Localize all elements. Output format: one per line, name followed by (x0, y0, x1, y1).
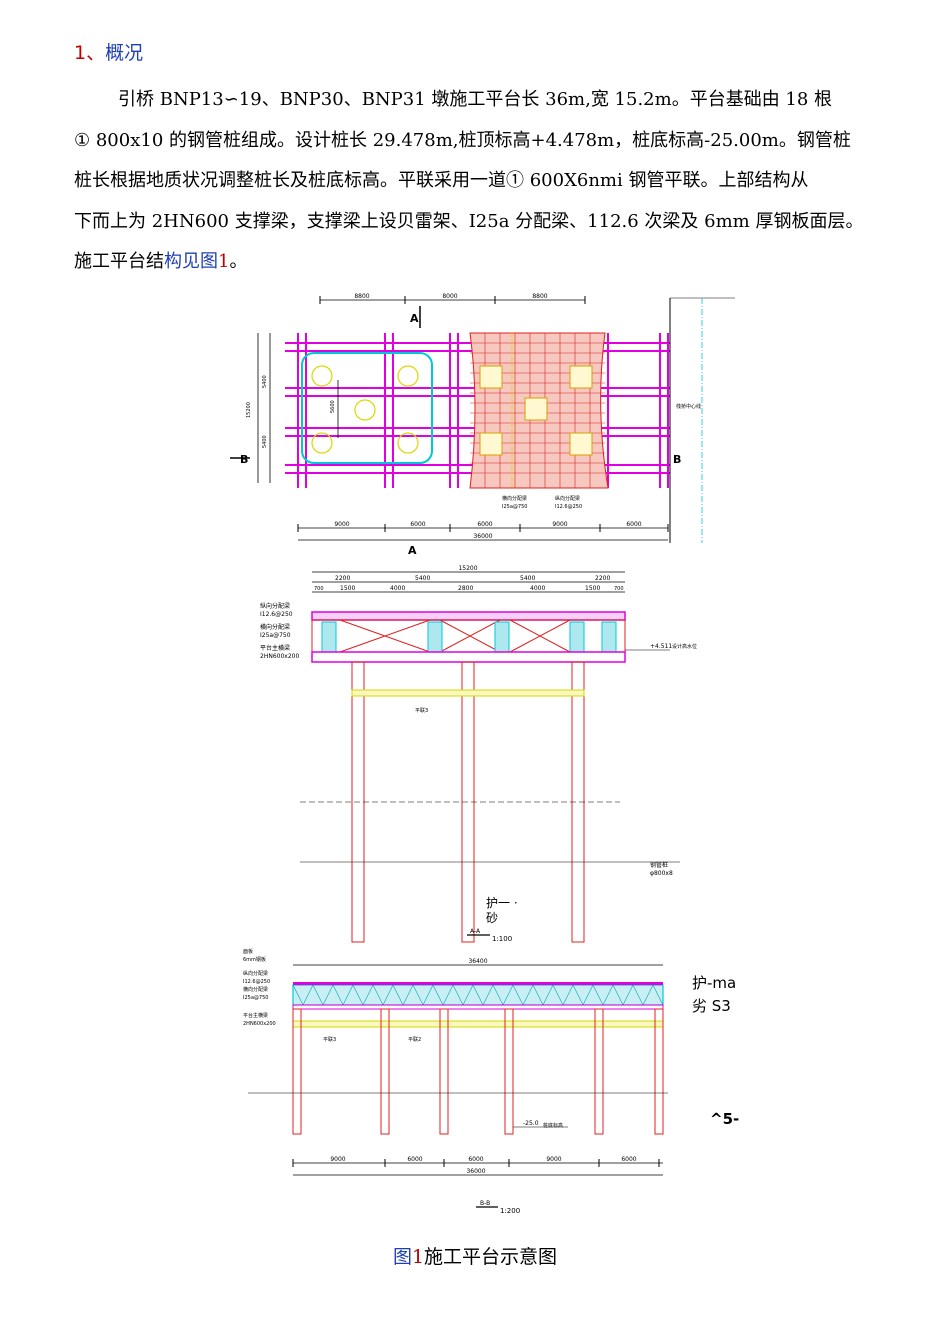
paragraph-line: ① 800x10 的钢管桩组成。设计桩长 29.478m,桩顶标高+4.478m… (74, 129, 851, 151)
aa-dim: 5400 (415, 575, 430, 582)
bb-brace2: 平联2 (408, 1036, 421, 1043)
section-number: 1、 (74, 42, 106, 64)
paragraph-line: 引桥 BNP13∽19、BNP30、BNP31 墩施工平台长 36m,宽 15.… (118, 89, 833, 110)
plan-left-dim-total: 15200 (246, 402, 252, 418)
plan-left-dim: 5400 (262, 435, 268, 448)
side-note-text: ^5- (710, 1110, 740, 1128)
plan-total-dim: 36000 (473, 533, 492, 540)
side-note-3: ^5- (710, 1110, 739, 1128)
plan-inner-dim: 5600 (330, 400, 336, 413)
bb-dim: 6000 (621, 1156, 636, 1163)
bb-label: I12.6@250 (243, 979, 270, 985)
plan-bottom-dim: 9000 (552, 521, 567, 528)
bb-label: 面板 (243, 948, 253, 955)
aa-dim2: 1500 (585, 585, 600, 592)
garbled-note-aa: 护一 · 砂 (486, 896, 518, 926)
bb-total-dim: 36400 (468, 958, 487, 965)
aa-dim2: 4000 (530, 585, 545, 592)
paragraph-line: 下而上为 2HN600 支撑梁，支撑梁上设贝雷架、I25a 分配梁、112.6 … (74, 210, 864, 232)
garbled-text: 护一 · 砂 (486, 896, 518, 925)
section-aa-drawing: 15200 2200 5400 5400 2200 700 1500 4000 … (260, 565, 697, 943)
aa-dim: 2200 (335, 575, 350, 582)
caption-fig: 图 (392, 1246, 412, 1268)
aa-label: I25a@750 (260, 632, 291, 639)
bb-label: 2HN600x200 (243, 1021, 276, 1027)
section-mark-b-left: B (240, 453, 248, 466)
aa-dim2: 1500 (340, 585, 355, 592)
section-bb-drawing: 36400 面板 6mm钢板 纵向分配梁 I12.6@250 横向分配梁 I25… (243, 948, 668, 1215)
aa-dim2: 700 (614, 586, 624, 592)
plan-bottom-dim: 6000 (626, 521, 641, 528)
aa-label: 平台主横梁 (260, 644, 290, 652)
plan-top-dim: 8800 (532, 293, 547, 300)
aa-pile-spec: φ800x8 (650, 870, 673, 877)
figure-ref-number: 1 (218, 251, 230, 272)
plan-label-2: 纵向分配梁 (555, 495, 580, 502)
side-note-text: 劣 S3 (692, 997, 731, 1015)
aa-dim: 2200 (595, 575, 610, 582)
paragraph-line: 桩长根据地质状况调整桩长及桩底标高。平联采用一道① 600X6nmi 钢管平联。… (74, 170, 809, 191)
aa-dim2: 700 (314, 586, 324, 592)
aa-total-dim: 15200 (458, 565, 477, 572)
bb-label: 平台主横梁 (243, 1012, 268, 1019)
aa-pile-label: 钢管桩 (650, 861, 668, 869)
section-heading: 1、概况 (74, 38, 143, 65)
bb-dim: 6000 (407, 1156, 422, 1163)
aa-dim2: 4000 (390, 585, 405, 592)
paragraph-text: 。 (229, 251, 248, 272)
aa-brace: 平联3 (415, 707, 428, 714)
bb-elev: -25.0 (523, 1120, 539, 1127)
plan-side-label: 栈桥中心线 (676, 403, 701, 410)
paragraph-line: 施工平台结构见图1。 (74, 242, 914, 283)
plan-label-1b: I25a@750 (502, 504, 527, 510)
side-note-1: 护-ma (692, 972, 736, 995)
bb-title: B-B (480, 1200, 490, 1207)
paragraph-text: 施工平台结 (74, 251, 164, 272)
plan-bottom-dim: 6000 (410, 521, 425, 528)
caption-num: 1 (411, 1246, 425, 1268)
aa-title-text: A-A (470, 928, 481, 935)
overview-paragraph: 引桥 BNP13∽19、BNP30、BNP31 墩施工平台长 36m,宽 15.… (74, 80, 914, 283)
bb-dim: 6000 (468, 1156, 483, 1163)
aa-label: 横向分配梁 (260, 623, 290, 631)
bb-dim: 9000 (546, 1156, 561, 1163)
bb-label: 横向分配梁 (243, 986, 268, 993)
bb-scale: 1:200 (500, 1207, 520, 1215)
bb-label: 6mm钢板 (243, 956, 266, 963)
bb-label: 纵向分配梁 (243, 970, 268, 977)
aa-elev: +4.511 (650, 643, 672, 650)
aa-label: I12.6@250 (260, 611, 293, 618)
plan-view-drawing: 8800 8000 8800 A 15200 5400 5400 B 5600 … (230, 293, 735, 557)
aa-elev-label: 设计高水位 (672, 643, 697, 650)
bb-label: I25a@750 (243, 995, 268, 1001)
section-mark-b-right: B (673, 453, 681, 466)
plan-top-dim: 8800 (354, 293, 369, 300)
bb-sum: 36000 (466, 1168, 485, 1175)
caption-text: 施工平台示意图 (424, 1246, 558, 1268)
side-note-text: 护-ma (692, 974, 737, 992)
section-mark-a-bottom: A (408, 544, 417, 557)
side-note-2: 劣 S3 (692, 995, 731, 1018)
bb-dim: 9000 (330, 1156, 345, 1163)
section-title: 概况 (105, 42, 144, 64)
plan-left-dim: 5400 (262, 375, 268, 388)
bb-brace1: 平联3 (323, 1036, 336, 1043)
aa-dim2: 2800 (458, 585, 473, 592)
figure-ref[interactable]: 构见图 (164, 251, 218, 272)
plan-top-dim: 8000 (442, 293, 457, 300)
aa-label: 2HN600x200 (260, 653, 299, 660)
aa-label: 纵向分配梁 (260, 602, 290, 610)
aa-dim: 5400 (520, 575, 535, 582)
bb-elev-label: 桩底标高 (543, 1122, 563, 1129)
aa-title: A-A 1:100 (467, 928, 512, 943)
section-mark-a-top: A (410, 312, 419, 325)
plan-bottom-dim: 6000 (477, 521, 492, 528)
plan-label-2b: I12.6@250 (555, 504, 582, 510)
aa-scale: 1:100 (492, 935, 512, 943)
plan-label-1: 横向分配梁 (502, 495, 527, 502)
figure-caption: 图1施工平台示意图 (0, 1242, 950, 1269)
plan-bottom-dim: 9000 (334, 521, 349, 528)
